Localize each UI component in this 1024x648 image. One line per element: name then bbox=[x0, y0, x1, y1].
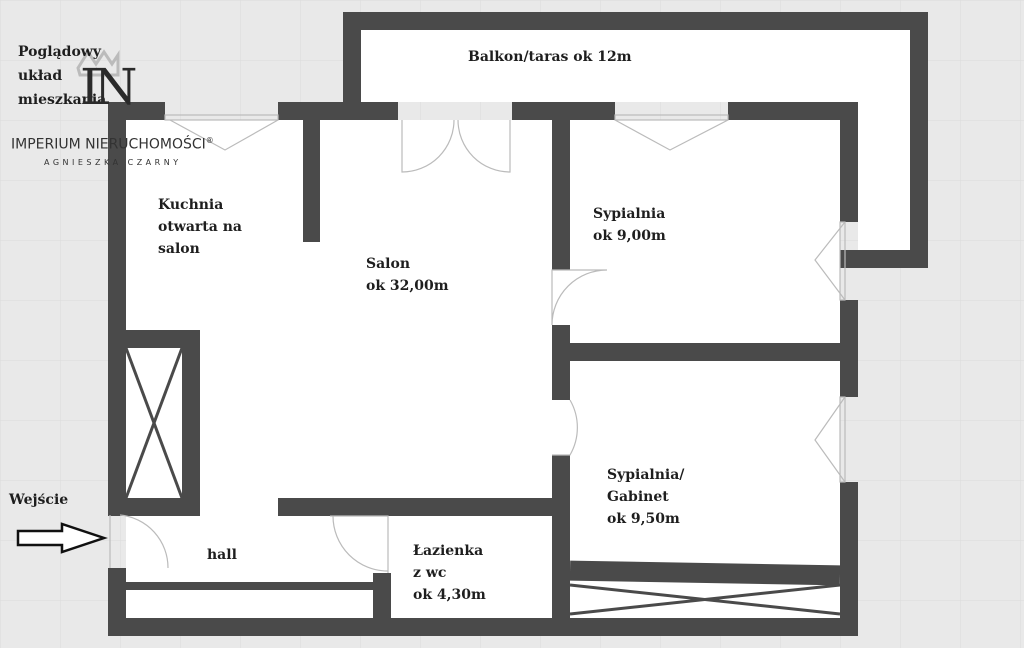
crown-icon bbox=[76, 49, 120, 77]
floor-areas bbox=[126, 30, 910, 618]
room-label-hall: hall bbox=[207, 547, 237, 563]
logo-company: IMPERIUM NIERUCHOMOŚCI® bbox=[11, 136, 214, 153]
shaft-cross bbox=[124, 347, 841, 616]
room-label-balcony: Balkon/taras ok 12m bbox=[468, 49, 632, 65]
walls bbox=[108, 12, 928, 636]
logo-subtitle: AGNIESZKA CZARNY bbox=[44, 158, 182, 167]
entrance-label: Wejście bbox=[9, 492, 69, 508]
logo-monogram: IN bbox=[80, 58, 137, 116]
arrow-right-icon bbox=[16, 522, 108, 554]
doors-windows bbox=[109, 114, 846, 573]
